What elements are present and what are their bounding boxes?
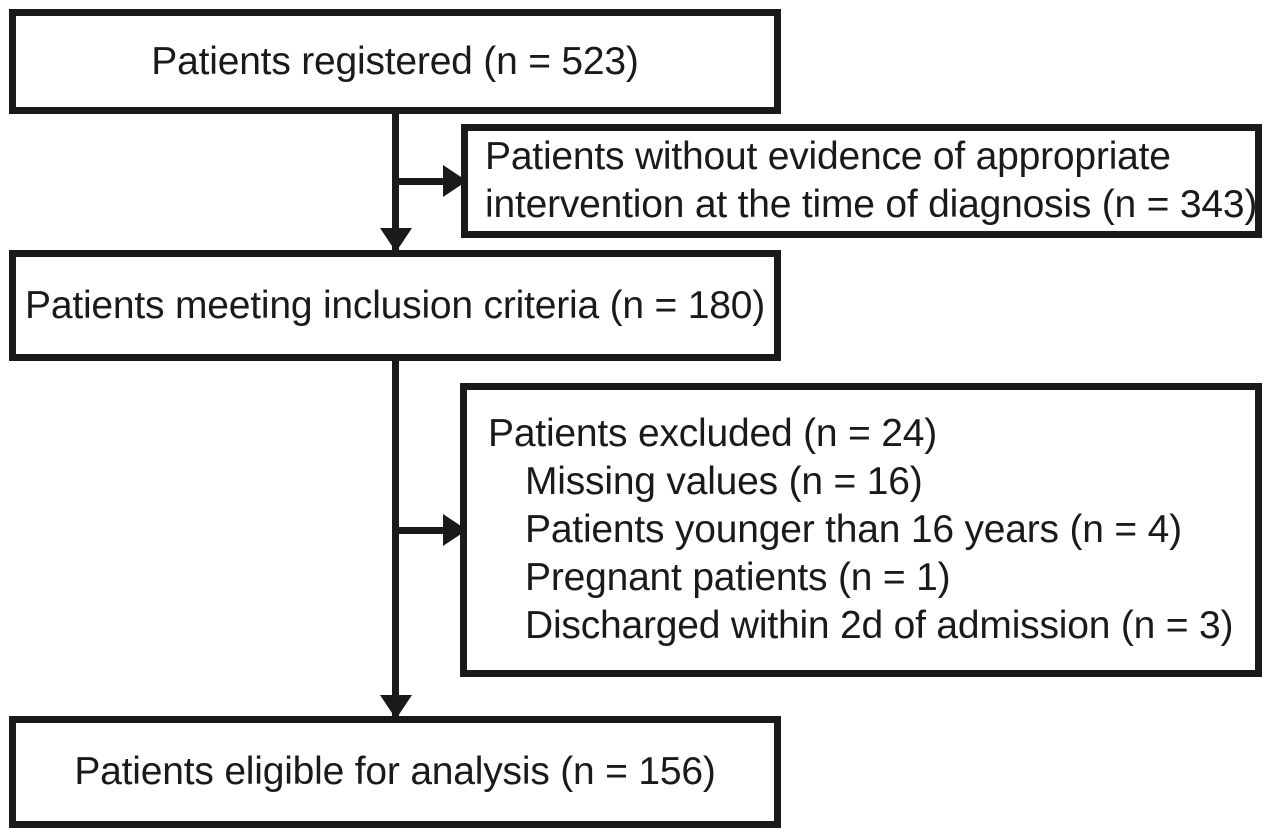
- node-patients-excluded-reason-pregnant: Pregnant patients (n = 1): [525, 556, 951, 599]
- node-patients-without-evidence-line-1: Patients without evidence of appropriate: [485, 135, 1171, 178]
- node-patients-meeting-inclusion-criteria-label: Patients meeting inclusion criteria (n =…: [25, 283, 765, 327]
- arrowhead-down-icon-inclusion-to-eligible: [380, 695, 412, 719]
- arrowhead-down-icon-registered-to-inclusion: [380, 228, 412, 252]
- node-patients-excluded: Patients excluded (n = 24) Missing value…: [460, 383, 1262, 677]
- connector-inclusion-to-eligible-line: [392, 359, 399, 719]
- connector-inclusion-to-excluded-line: [395, 527, 467, 534]
- node-patients-registered-label: Patients registered (n = 523): [151, 39, 639, 83]
- node-patients-registered: Patients registered (n = 523): [9, 9, 781, 114]
- node-patients-excluded-reason-missing-values: Missing values (n = 16): [525, 460, 923, 503]
- node-patients-eligible-for-analysis-label: Patients eligible for analysis (n = 156): [74, 750, 716, 793]
- node-patients-without-evidence: Patients without evidence of appropriate…: [461, 124, 1262, 238]
- connector-registered-to-no-evidence-line: [395, 178, 467, 185]
- node-patients-meeting-inclusion-criteria: Patients meeting inclusion criteria (n =…: [9, 250, 781, 361]
- node-patients-excluded-reason-discharged-within-2d: Discharged within 2d of admission (n = 3…: [525, 604, 1234, 647]
- node-patients-without-evidence-line-2: intervention at the time of diagnosis (n…: [485, 183, 1258, 226]
- node-patients-eligible-for-analysis: Patients eligible for analysis (n = 156): [9, 716, 781, 828]
- node-patients-excluded-heading: Patients excluded (n = 24): [488, 412, 937, 455]
- node-patients-without-evidence-text: Patients without evidence of appropriate…: [468, 133, 1257, 229]
- node-patients-excluded-text: Patients excluded (n = 24) Missing value…: [467, 410, 1255, 650]
- node-patients-excluded-reason-younger-than-16: Patients younger than 16 years (n = 4): [525, 508, 1182, 551]
